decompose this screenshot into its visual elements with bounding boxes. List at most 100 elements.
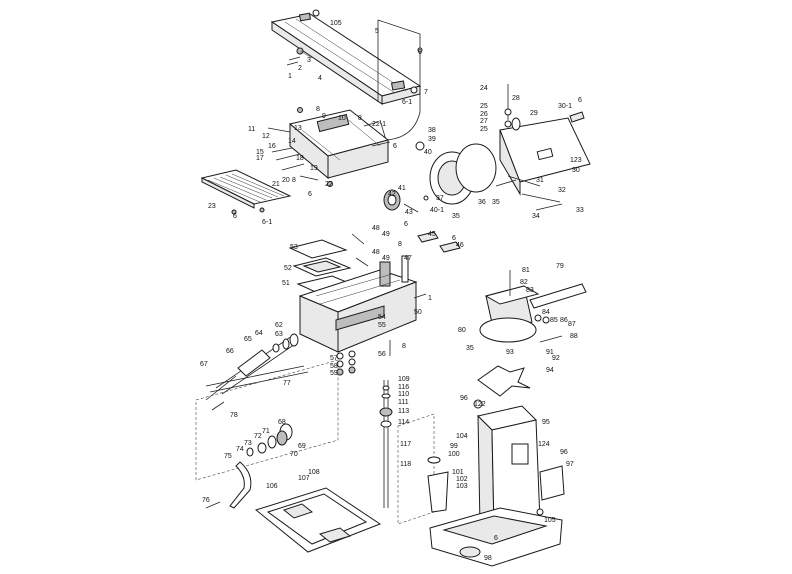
callout-label-c67: 67: [200, 361, 208, 368]
column-base: [427, 399, 565, 567]
callout-label-c6d: 6: [233, 213, 237, 220]
callout-label-c6b: 6: [393, 143, 397, 150]
callout-label-c2: 2: [298, 65, 302, 72]
callout-label-c42: 42: [388, 191, 396, 198]
callout-label-c34: 34: [532, 213, 540, 220]
callout-label-c21: 21: [272, 181, 280, 188]
callout-label-c80: 80: [458, 327, 466, 334]
callout-label-c8a: 8: [316, 106, 320, 113]
callout-label-c94: 94: [546, 367, 554, 374]
callout-label-c69: 69: [298, 443, 306, 450]
callout-label-c27: 27: [480, 118, 488, 125]
knee-screws: [336, 350, 356, 376]
callout-label-c15: 15: [256, 149, 264, 156]
callout-label-c91: 91: [546, 349, 554, 356]
elevation-screw: [379, 380, 435, 525]
callout-label-c100: 100: [448, 451, 460, 458]
callout-label-c32: 32: [558, 187, 566, 194]
vise-assembly: [477, 270, 587, 397]
chip-guard: [200, 169, 292, 215]
callout-label-c28: 28: [512, 95, 520, 102]
callout-label-c62: 62: [275, 322, 283, 329]
callout-label-c98: 98: [484, 555, 492, 562]
callout-label-c96b: 96: [560, 449, 568, 456]
callout-label-c101: 101: [452, 469, 464, 476]
callout-label-c50: 50: [414, 309, 422, 316]
knee-plates: [288, 231, 461, 295]
callout-label-c46: 46: [456, 242, 464, 249]
callout-label-c18: 18: [296, 155, 304, 162]
callout-label-c53: 53: [290, 244, 298, 251]
callout-label-c6c: 6: [308, 191, 312, 198]
callout-label-c8d: 8: [398, 241, 402, 248]
callout-label-c58: 58: [330, 363, 338, 370]
callout-label-c56: 56: [378, 351, 386, 358]
callout-label-c72: 72: [254, 433, 262, 440]
callout-label-c93: 93: [506, 349, 514, 356]
callout-label-c55: 55: [378, 322, 386, 329]
callout-label-c401: 40-1: [430, 207, 444, 214]
callout-label-c8c: 8: [292, 177, 296, 184]
callout-label-c61a: 6-1: [402, 99, 412, 106]
callout-label-c103: 103: [456, 483, 468, 490]
callout-label-c43: 43: [405, 209, 413, 216]
callout-label-c61b: 6-1: [262, 219, 272, 226]
callout-label-c66: 66: [226, 348, 234, 355]
callout-label-c51: 51: [282, 280, 290, 287]
callout-label-c8b: 8: [358, 115, 362, 122]
callout-label-c49b: 49: [382, 255, 390, 262]
callout-label-c36: 36: [478, 199, 486, 206]
callout-label-c85: 85: [550, 317, 558, 324]
callout-label-c16: 16: [268, 143, 276, 150]
callout-label-c29: 29: [530, 110, 538, 117]
callout-label-c35c: 35: [466, 345, 474, 352]
callout-label-c81: 81: [522, 267, 530, 274]
callout-label-c117: 117: [400, 441, 411, 448]
callout-label-c1b: 1: [428, 295, 432, 302]
callout-label-c35b: 35: [492, 199, 500, 206]
callout-label-c3: 3: [307, 57, 311, 64]
gear-assembly: [383, 189, 429, 213]
callout-label-c68: 68: [278, 419, 286, 426]
callout-label-c6e: 6: [578, 97, 582, 104]
callout-label-c6g: 6: [452, 235, 456, 242]
handwheel-components: [205, 423, 293, 509]
callout-label-c76: 76: [202, 497, 210, 504]
callout-label-c10: 10: [338, 115, 346, 122]
callout-label-c7: 7: [424, 89, 428, 96]
chip-tray: [254, 487, 382, 553]
callout-label-c9: 9: [322, 113, 326, 120]
callout-label-c4: 4: [318, 75, 322, 82]
callout-label-c116: 116: [398, 384, 409, 391]
callout-label-c19: 19: [310, 165, 318, 172]
callout-label-c41: 41: [398, 185, 406, 192]
callout-label-c102: 102: [456, 476, 468, 483]
callout-label-c82: 82: [520, 279, 528, 286]
callout-label-c6f: 6: [404, 221, 408, 228]
callout-label-c114: 114: [398, 419, 409, 426]
motor-assembly: [415, 84, 591, 211]
callout-label-c97: 97: [566, 461, 574, 468]
callout-label-c95: 95: [542, 419, 550, 426]
callout-label-c123: 123: [570, 157, 582, 164]
callout-label-c17: 17: [256, 155, 264, 162]
callout-label-c30: 30: [572, 167, 580, 174]
callout-label-c79: 79: [556, 263, 564, 270]
callout-label-c22: 22: [325, 181, 333, 188]
callout-label-c47: 47: [404, 255, 412, 262]
callout-label-c38: 38: [428, 127, 436, 134]
callout-label-c110: 110: [398, 391, 409, 398]
callout-label-c113: 113: [398, 408, 409, 415]
callout-label-c301: 30-1: [558, 103, 572, 110]
callout-label-c23: 23: [208, 203, 216, 210]
callout-label-c35a: 35: [452, 213, 460, 220]
callout-label-c108: 108: [308, 469, 320, 476]
callout-label-c74: 74: [236, 446, 244, 453]
callout-label-c13: 13: [294, 125, 302, 132]
callout-label-c87: 87: [568, 321, 576, 328]
callout-label-c75: 75: [224, 453, 232, 460]
callout-label-c63: 63: [275, 331, 283, 338]
callout-label-c221: 22-1: [372, 121, 386, 128]
callout-label-c45: 45: [428, 231, 436, 238]
